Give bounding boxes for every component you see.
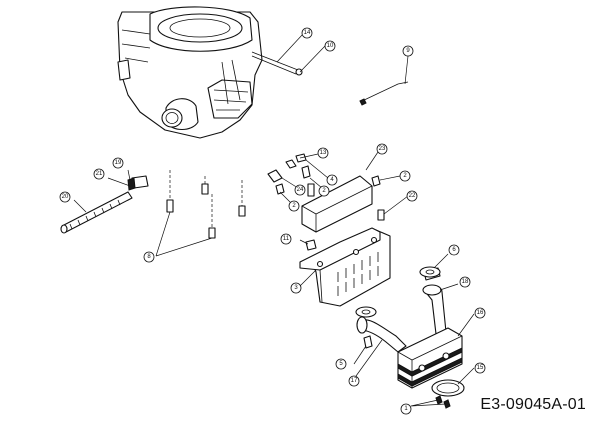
callout-8-bolts: 8 [143, 251, 155, 263]
callout-label: 2 [403, 173, 407, 179]
callout-21: 21 [93, 168, 105, 180]
callout-label: 2 [322, 188, 326, 194]
spark-arrestor-screen [60, 191, 133, 234]
callout-24: 24 [294, 184, 306, 196]
upper-heat-shield [301, 175, 373, 233]
leader-lines [73, 33, 475, 407]
callout-label: 15 [477, 365, 484, 371]
callout-label: 6 [452, 247, 456, 253]
callout-label: 8 [147, 254, 151, 260]
clamp-fitting [127, 175, 149, 191]
callout-label: 17 [351, 378, 358, 384]
callout-label: 20 [62, 194, 69, 200]
muffler [397, 327, 463, 389]
callout-label: 22 [409, 193, 416, 199]
callout-18: 18 [459, 276, 471, 288]
callout-2-left: 2 [288, 200, 300, 212]
callout-2-right: 2 [399, 170, 411, 182]
callout-label: 1 [404, 406, 408, 412]
muffler-clamp [431, 379, 465, 409]
callout-20: 20 [59, 191, 71, 203]
deflector-rod [359, 81, 409, 106]
callout-11: 11 [280, 233, 292, 245]
callout-23: 23 [376, 143, 388, 155]
mounting-bolts [166, 170, 246, 239]
callout-19: 19 [112, 157, 124, 169]
callout-17: 17 [348, 375, 360, 387]
drawing-reference-code: E3-09045A-01 [480, 396, 586, 413]
callout-label: 11 [283, 236, 290, 242]
callout-label: 14 [304, 30, 311, 36]
callout-13: 13 [317, 147, 329, 159]
callout-2-upper: 2 [318, 185, 330, 197]
callout-label: 9 [406, 48, 410, 54]
heat-shield-hardware [267, 153, 381, 197]
callout-label: 10 [327, 43, 334, 49]
callout-16: 16 [474, 307, 486, 319]
callout-4: 4 [326, 174, 338, 186]
callout-label: 19 [115, 160, 122, 166]
callout-label: 18 [462, 279, 469, 285]
muffler-heat-shield [299, 209, 391, 307]
callout-label: 3 [294, 285, 298, 291]
callout-label: 23 [379, 146, 386, 152]
callout-1: 1 [400, 403, 412, 415]
callout-6: 6 [448, 244, 460, 256]
callout-9: 9 [402, 45, 414, 57]
callout-label: 24 [297, 187, 304, 193]
callout-14: 14 [301, 27, 313, 39]
callout-label: 16 [477, 310, 484, 316]
callout-label: 2 [292, 203, 296, 209]
callout-label: 4 [330, 177, 334, 183]
callout-10: 10 [324, 40, 336, 52]
exhaust-pipes [355, 266, 447, 353]
callout-label: 5 [339, 361, 343, 367]
callout-15: 15 [474, 362, 486, 374]
callout-5: 5 [335, 358, 347, 370]
callout-3: 3 [290, 282, 302, 294]
callout-label: 21 [96, 171, 103, 177]
callout-22: 22 [406, 190, 418, 202]
engine-assembly [117, 6, 303, 139]
callout-label: 13 [320, 150, 327, 156]
